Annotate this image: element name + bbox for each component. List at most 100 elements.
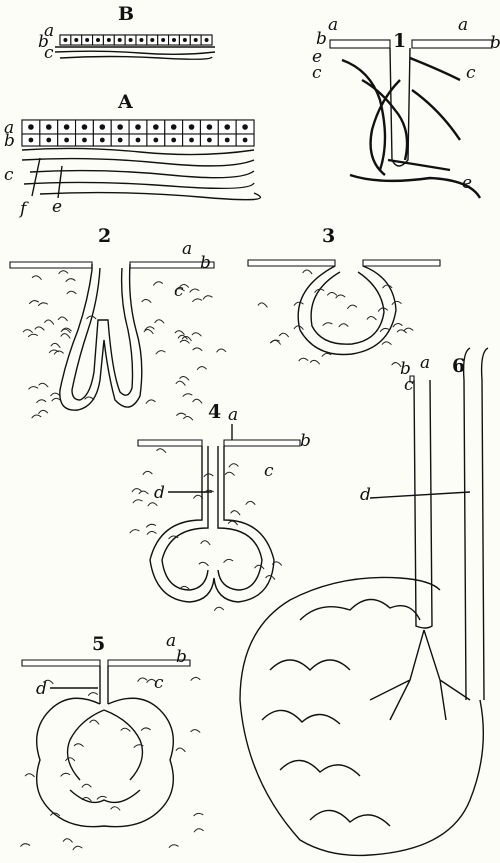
hatch-stroke — [157, 449, 166, 453]
hatch-stroke — [193, 348, 202, 351]
hatch-stroke — [199, 562, 208, 565]
hatch-stroke — [177, 413, 186, 415]
hatch-stroke — [367, 317, 376, 320]
panel-2-label-b: b — [200, 253, 211, 273]
hatch-stroke — [184, 417, 193, 420]
panel-3-title: 3 — [322, 225, 335, 247]
panel-a-lower-nucleus — [225, 138, 230, 143]
panel-b-nucleus — [118, 38, 122, 42]
panel-5-gland-folds — [68, 710, 143, 802]
hatch-stroke — [73, 846, 82, 850]
hatch-stroke — [141, 728, 150, 730]
panel-4-title: 4 — [208, 401, 221, 423]
hatch-stroke — [258, 303, 267, 307]
panel-b-nucleus — [194, 38, 198, 42]
hatch-stroke — [303, 270, 312, 274]
panel-4-label-d: d — [154, 483, 165, 503]
panel-a-upper-nucleus — [242, 124, 248, 130]
hatch-stroke — [190, 289, 199, 292]
hatch-stroke — [192, 333, 201, 336]
hatch-stroke — [49, 350, 58, 353]
hatch-stroke — [193, 399, 202, 403]
hatch-stroke — [255, 565, 264, 569]
panel-1: 1 a a b b e c c e — [312, 15, 500, 198]
hatch-stroke — [393, 324, 402, 327]
hatch-stroke — [61, 334, 70, 338]
hatch-stroke — [194, 495, 203, 498]
panel-a-lower-nucleus — [136, 138, 141, 143]
panel-1-label-e-right: e — [462, 173, 472, 193]
panel-3-gland-outer — [298, 266, 396, 355]
hatch-stroke — [82, 784, 91, 787]
hatch-stroke — [63, 839, 72, 842]
hatch-stroke — [383, 285, 392, 288]
panel-a-lower-nucleus — [171, 138, 176, 143]
panel-a-lower-nucleus — [29, 138, 34, 143]
hatch-stroke — [21, 844, 30, 847]
panel-5-label-b: b — [176, 647, 187, 667]
hatch-stroke — [328, 292, 337, 295]
hatch-stroke — [147, 532, 156, 535]
hatch-stroke — [142, 300, 151, 303]
hatch-stroke — [35, 327, 44, 330]
panel-5-label-c: c — [154, 673, 164, 693]
panel-4-surface — [138, 440, 300, 446]
panel-b-nucleus — [74, 38, 78, 42]
hatch-stroke — [85, 397, 94, 400]
panel-2-label-c: c — [174, 281, 184, 301]
hatch-stroke — [175, 331, 184, 335]
hatch-stroke — [194, 829, 203, 832]
panel-5-duct — [100, 666, 108, 704]
hatch-stroke — [231, 511, 240, 515]
hatch-stroke — [138, 678, 147, 681]
hatch-stroke — [130, 530, 139, 533]
panel-a-lower-nucleus — [64, 138, 69, 143]
hatch-stroke — [193, 299, 202, 302]
panel-b-nucleus — [63, 38, 67, 42]
hatch-stroke — [147, 524, 156, 527]
hatch-stroke — [39, 410, 48, 413]
panel-1-title: 1 — [393, 30, 406, 52]
panel-a-upper-nucleus — [207, 124, 213, 130]
hatch-stroke — [28, 334, 37, 336]
hatch-stroke — [183, 394, 192, 397]
panel-5-surface — [22, 660, 190, 666]
hatch-stroke — [32, 415, 41, 418]
panel-6: 6 a b c d — [240, 348, 488, 855]
panel-4-label-a: a — [228, 405, 238, 425]
hatch-stroke — [169, 845, 178, 848]
hatch-stroke — [144, 330, 153, 334]
panel-1-epithelium-left — [330, 40, 390, 48]
hatch-stroke — [201, 541, 210, 545]
panel-5-label-a: a — [166, 631, 176, 651]
hatch-stroke — [23, 330, 32, 333]
hatch-stroke — [348, 305, 357, 308]
hatch-stroke — [176, 748, 185, 752]
panel-b: B a b c — [38, 3, 215, 63]
hatch-stroke — [180, 377, 189, 381]
hatch-stroke — [148, 503, 157, 506]
hatch-stroke — [322, 353, 331, 356]
panel-b-tissue — [55, 47, 215, 59]
panel-a-lower-nucleus — [189, 138, 194, 143]
panel-b-nucleus — [183, 38, 187, 42]
panel-a-upper-nucleus — [189, 124, 195, 130]
panel-1-label-c-right: c — [466, 63, 476, 83]
panel-2-title: 2 — [98, 225, 111, 247]
hatch-stroke — [133, 500, 142, 503]
hatch-stroke — [139, 491, 148, 494]
hatch-stroke — [339, 324, 348, 327]
panel-b-nucleus — [205, 38, 209, 42]
panel-1-label-a-right: a — [458, 15, 468, 35]
panel-2-label-a: a — [182, 239, 192, 259]
panel-a-lower-nucleus — [118, 138, 123, 143]
hatch-stroke — [156, 351, 165, 354]
hatch-stroke — [323, 323, 332, 326]
hatch-stroke — [54, 351, 63, 354]
panel-4-gland-inner — [162, 446, 262, 590]
hatch-stroke — [66, 279, 75, 282]
panel-a-upper-nucleus — [153, 124, 159, 130]
panel-6-capsule — [240, 577, 483, 855]
panel-6-label-a: a — [420, 353, 430, 373]
hatch-stroke — [30, 301, 39, 304]
